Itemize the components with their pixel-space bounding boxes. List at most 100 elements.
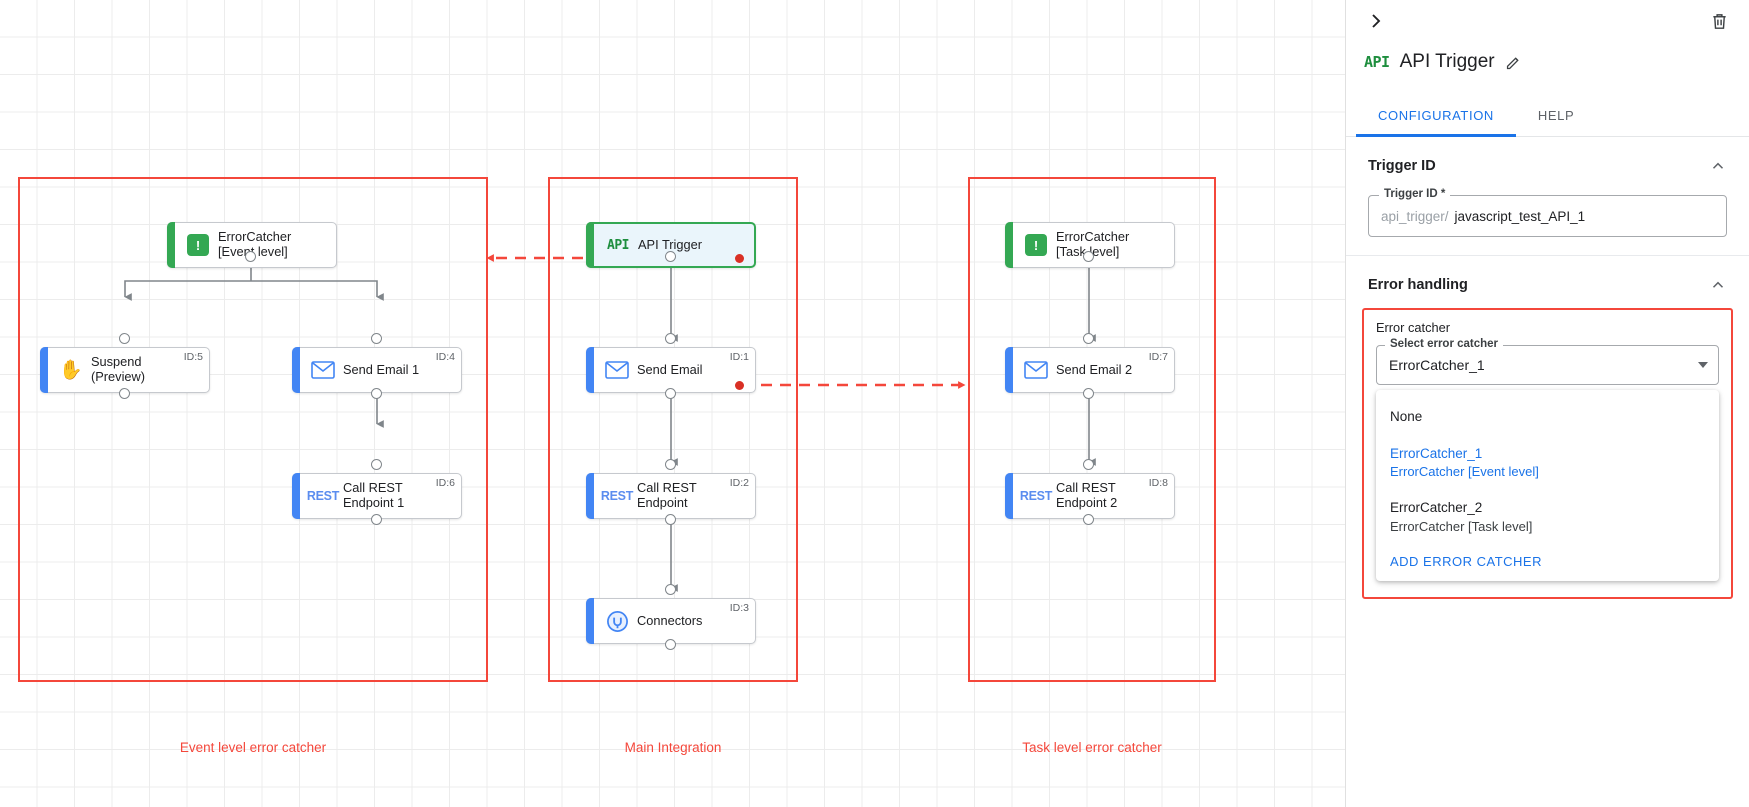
node-id-label: ID:7	[1148, 351, 1168, 363]
chevron-up-icon[interactable]	[1709, 157, 1727, 175]
port-call-rest-out[interactable]	[665, 514, 676, 525]
node-call-rest-endpoint[interactable]: REST Call REST Endpoint ID:2	[586, 473, 756, 519]
chevron-down-icon[interactable]	[1698, 362, 1708, 368]
panel-tabs: CONFIGURATION HELP	[1346, 96, 1749, 137]
node-label: Call REST Endpoint	[637, 480, 697, 510]
menu-item-primary: None	[1390, 409, 1423, 424]
error-catcher-dropdown-menu: None ErrorCatcher_1 ErrorCatcher [Event …	[1376, 390, 1719, 582]
rest-icon: REST	[306, 489, 340, 503]
port-suspend-out[interactable]	[119, 388, 130, 399]
node-label: Call REST Endpoint 1	[343, 480, 405, 510]
menu-item-none[interactable]: None	[1376, 398, 1719, 436]
add-error-catcher-button[interactable]: ADD ERROR CATCHER	[1390, 554, 1542, 570]
node-label: API Trigger	[638, 236, 703, 252]
node-label: ErrorCatcher [Task level]	[1056, 229, 1130, 259]
node-errorcatcher-task-level[interactable]: ! ErrorCatcher [Task level]	[1005, 222, 1175, 268]
node-id-label: ID:6	[435, 477, 455, 489]
port-api-trigger-out[interactable]	[665, 251, 676, 262]
node-suspend[interactable]: ✋ Suspend (Preview) ID:5	[40, 347, 210, 393]
port-errorcatcher-task-out[interactable]	[1083, 251, 1094, 262]
node-accent-bar	[586, 222, 594, 268]
menu-item-primary: ErrorCatcher_1	[1390, 445, 1483, 461]
port-send-email-out[interactable]	[665, 388, 676, 399]
select-error-catcher-value: ErrorCatcher_1	[1389, 357, 1485, 373]
node-call-rest-endpoint-1[interactable]: REST Call REST Endpoint 1 ID:6	[292, 473, 462, 519]
port-send-email-2-in[interactable]	[1083, 333, 1094, 344]
tab-configuration[interactable]: CONFIGURATION	[1356, 96, 1516, 137]
section-header-trigger-id[interactable]: Trigger ID	[1346, 137, 1749, 189]
select-error-catcher-legend: Select error catcher	[1385, 338, 1504, 350]
error-catcher-icon: !	[178, 234, 218, 256]
section-header-error-handling[interactable]: Error handling	[1346, 256, 1749, 308]
properties-panel: API API Trigger CONFIGURATION HELP Trigg…	[1345, 0, 1749, 807]
group-box-main-integration	[548, 177, 798, 682]
node-errorcatcher-event-level[interactable]: ! ErrorCatcher [Event level]	[167, 222, 337, 268]
delete-trash-icon[interactable]	[1705, 7, 1733, 35]
trigger-id-legend: Trigger ID *	[1379, 188, 1451, 200]
select-error-catcher[interactable]: Select error catcher ErrorCatcher_1	[1376, 338, 1719, 385]
node-send-email-2[interactable]: Send Email 2 ID:7	[1005, 347, 1175, 393]
menu-item-primary: ErrorCatcher_2	[1390, 499, 1483, 515]
port-connectors-out[interactable]	[665, 639, 676, 650]
trigger-id-field-wrap: Trigger ID * api_trigger/ javascript_tes…	[1346, 188, 1749, 255]
group-caption-event-level: Event level error catcher	[179, 740, 327, 755]
node-accent-bar	[586, 473, 594, 519]
trigger-id-value: javascript_test_API_1	[1454, 208, 1586, 224]
node-accent-bar	[167, 222, 175, 268]
port-send-email-in[interactable]	[665, 333, 676, 344]
panel-title-row: API API Trigger	[1346, 42, 1749, 82]
node-accent-bar	[586, 347, 594, 393]
edit-pencil-icon[interactable]	[1505, 54, 1522, 71]
node-send-email[interactable]: Send Email ID:1	[586, 347, 756, 393]
section-divider	[1346, 255, 1749, 256]
api-icon: API	[1364, 53, 1390, 71]
node-id-label: ID:5	[183, 351, 203, 363]
port-call-rest-1-in[interactable]	[371, 459, 382, 470]
error-catcher-label: Error catcher	[1376, 320, 1450, 335]
node-label: Send Email 1	[343, 361, 420, 377]
error-catcher-box: Error catcher Select error catcher Error…	[1362, 308, 1733, 600]
node-send-email-1[interactable]: Send Email 1 ID:4	[292, 347, 462, 393]
node-connectors[interactable]: Connectors ID:3	[586, 598, 756, 644]
node-accent-bar	[1005, 222, 1013, 268]
rest-icon: REST	[600, 489, 634, 503]
port-call-rest-2-out[interactable]	[1083, 514, 1094, 525]
mail-icon	[1016, 361, 1056, 379]
api-icon: API	[607, 237, 629, 253]
node-label: Connectors	[637, 612, 703, 628]
menu-item-secondary: ErrorCatcher [Event level]	[1390, 464, 1539, 480]
node-id-label: ID:8	[1148, 477, 1168, 489]
port-send-email-1-in[interactable]	[371, 333, 382, 344]
port-connectors-in[interactable]	[665, 584, 676, 595]
port-call-rest-1-out[interactable]	[371, 514, 382, 525]
port-suspend-in[interactable]	[119, 333, 130, 344]
tab-help[interactable]: HELP	[1537, 108, 1575, 123]
section-title: Error handling	[1368, 277, 1468, 293]
canvas-inner: Event level error catcher Main Integrati…	[18, 177, 1216, 755]
collapse-panel-chevron-right-icon[interactable]	[1362, 7, 1390, 35]
panel-topbar	[1346, 0, 1749, 42]
trigger-id-input[interactable]: Trigger ID * api_trigger/ javascript_tes…	[1368, 188, 1727, 237]
port-call-rest-in[interactable]	[665, 459, 676, 470]
node-id-label: ID:4	[435, 351, 455, 363]
port-errorcatcher-event-out[interactable]	[245, 251, 256, 262]
rest-icon: REST	[1019, 489, 1053, 503]
menu-item-errorcatcher-1[interactable]: ErrorCatcher_1 ErrorCatcher [Event level…	[1376, 436, 1719, 490]
node-accent-bar	[40, 347, 48, 393]
workflow-canvas[interactable]: Event level error catcher Main Integrati…	[0, 0, 1345, 807]
connectors-icon	[597, 610, 637, 633]
node-call-rest-endpoint-2[interactable]: REST Call REST Endpoint 2 ID:8	[1005, 473, 1175, 519]
node-id-label: ID:1	[729, 351, 749, 363]
node-accent-bar	[292, 347, 300, 393]
error-catcher-icon: !	[1016, 234, 1056, 256]
port-call-rest-2-in[interactable]	[1083, 459, 1094, 470]
error-indicator-dot-api-trigger	[735, 254, 744, 263]
mail-icon	[303, 361, 343, 379]
node-label: Send Email 2	[1056, 361, 1133, 377]
port-send-email-1-out[interactable]	[371, 388, 382, 399]
chevron-up-icon[interactable]	[1709, 276, 1727, 294]
port-send-email-2-out[interactable]	[1083, 388, 1094, 399]
node-accent-bar	[1005, 347, 1013, 393]
menu-item-errorcatcher-2[interactable]: ErrorCatcher_2 ErrorCatcher [Task level]	[1376, 490, 1719, 544]
